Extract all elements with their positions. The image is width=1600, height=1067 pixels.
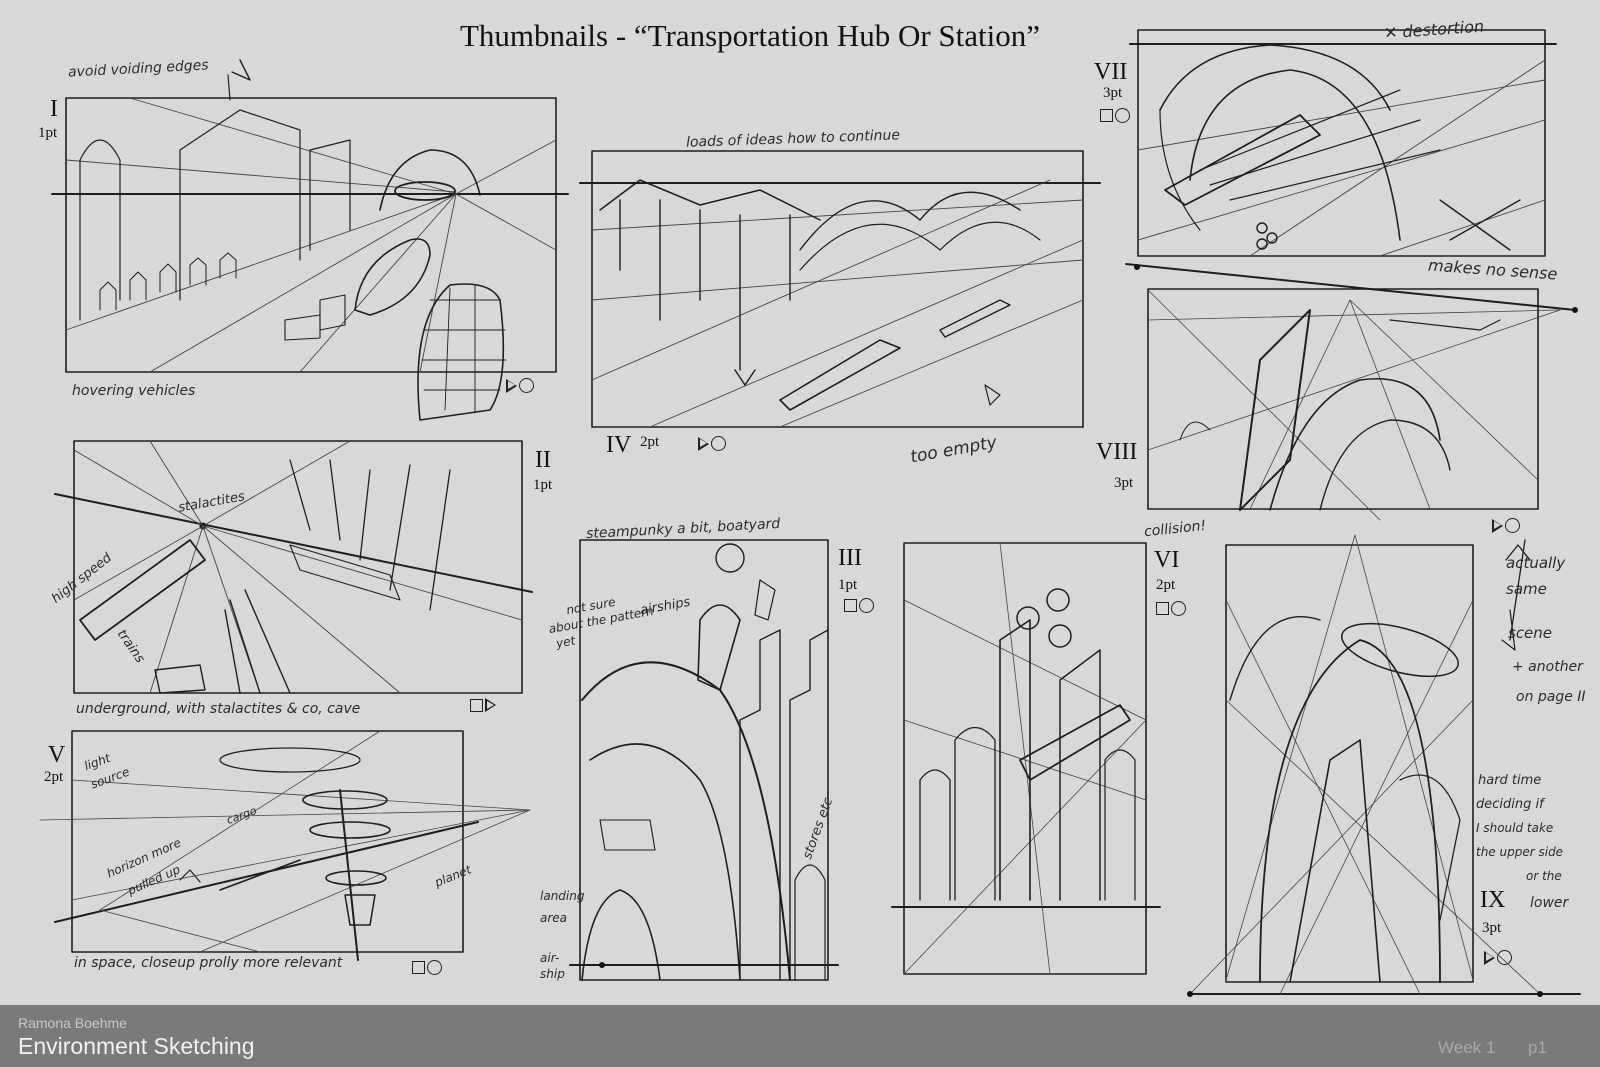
triangle-mark-icon — [506, 378, 517, 393]
page-title: Thumbnails - “Transportation Hub Or Stat… — [459, 18, 1041, 53]
thumbnail-2-rating — [470, 698, 496, 712]
week-label: Week 1 — [1438, 1038, 1496, 1057]
note-hard-time: hard time — [1478, 773, 1542, 788]
thumbnail-9-numeral: IX — [1480, 887, 1506, 913]
note-on-page: on page II — [1516, 689, 1586, 705]
triangle-mark-icon — [1492, 518, 1503, 533]
sketch-sheet: Thumbnails - “Transportation Hub Or Stat… — [38, 16, 1586, 997]
thumbnail-8-sketch — [1125, 263, 1576, 521]
page-number: p1 — [1528, 1038, 1547, 1057]
author-name: Ramona Boehme — [18, 1015, 127, 1031]
thumbnail-8-numeral: VIII — [1096, 439, 1138, 465]
note-in-space: in space, closeup prolly more relevant — [74, 955, 343, 971]
thumbnail-5-points: 2pt — [44, 769, 64, 785]
note-or-the: or the — [1526, 869, 1562, 883]
thumbnail-6-points: 2pt — [1156, 577, 1176, 593]
note-upper-side: the upper side — [1476, 845, 1564, 859]
note-deciding: deciding if — [1476, 797, 1544, 812]
thumbnail-3-points: 1pt — [838, 577, 858, 593]
square-mark-icon — [412, 961, 425, 974]
note-actually: actually — [1506, 554, 1566, 572]
thumbnail-2-numeral: II — [535, 447, 551, 473]
thumbnail-8-rating — [1492, 518, 1520, 533]
thumbnail-7-numeral: VII — [1094, 59, 1128, 85]
thumbnail-6-sketch — [891, 542, 1161, 975]
thumbnail-4-rating — [698, 436, 726, 451]
thumbnail-9-sketch — [1189, 534, 1581, 995]
triangle-mark-icon — [485, 698, 496, 712]
circle-mark-icon — [1505, 518, 1520, 533]
note-same: same — [1506, 580, 1547, 598]
note-i-should: I should take — [1476, 821, 1554, 835]
thumbnail-9-rating — [1484, 950, 1512, 965]
note-yet: yet — [554, 633, 577, 651]
thumbnail-5-rating — [412, 960, 442, 975]
thumbnail-1-rating — [506, 378, 534, 393]
circle-mark-icon — [711, 436, 726, 451]
square-mark-icon — [470, 698, 483, 712]
circle-mark-icon — [1497, 950, 1512, 965]
triangle-mark-icon — [1484, 950, 1495, 965]
thumbnail-6-rating — [1156, 601, 1186, 616]
note-ship: ship — [540, 967, 565, 981]
thumbnail-1-numeral: I — [50, 96, 58, 122]
footer-bar: Ramona Boehme Environment Sketching Week… — [0, 1005, 1600, 1067]
course-title: Environment Sketching — [18, 1033, 255, 1059]
note-underground: underground, with stalactites & co, cave — [76, 701, 361, 717]
thumbnail-3-sketch — [569, 539, 839, 981]
thumbnail-2-sketch — [54, 440, 533, 694]
thumbnail-4-points: 2pt — [640, 434, 660, 450]
note-lower: lower — [1530, 895, 1569, 911]
note-area: area — [540, 911, 568, 925]
note-another: + another — [1512, 659, 1583, 675]
thumbnail-4-numeral: IV — [606, 432, 632, 458]
thumbnail-1-points: 1pt — [38, 125, 58, 141]
note-scene: scene — [1508, 624, 1553, 642]
circle-mark-icon — [859, 598, 874, 613]
thumbnail-2-points: 1pt — [533, 477, 553, 493]
thumbnail-7-sketch — [1129, 29, 1557, 257]
thumbnail-1-sketch — [51, 59, 569, 421]
thumbnail-4-sketch — [579, 150, 1101, 428]
note-landing: landing — [540, 889, 585, 903]
thumbnail-8-points: 3pt — [1114, 475, 1134, 491]
note-air: air- — [540, 951, 560, 965]
circle-mark-icon — [519, 378, 534, 393]
triangle-mark-icon — [698, 436, 709, 451]
square-mark-icon — [1156, 602, 1169, 615]
thumbnail-9-points: 3pt — [1482, 920, 1502, 936]
circle-mark-icon — [1115, 108, 1130, 123]
circle-mark-icon — [1171, 601, 1186, 616]
thumbnail-5-numeral: V — [48, 742, 66, 768]
thumbnail-5-sketch — [39, 730, 531, 961]
thumbnail-sketches — [39, 29, 1581, 997]
square-mark-icon — [844, 599, 857, 612]
thumbnail-6-numeral: VI — [1154, 547, 1180, 573]
thumbnail-7-rating — [1100, 108, 1130, 123]
thumbnail-3-numeral: III — [838, 545, 862, 571]
note-hovering: hovering vehicles — [72, 383, 196, 399]
thumbnail-7-points: 3pt — [1103, 85, 1123, 101]
square-mark-icon — [1100, 109, 1113, 122]
circle-mark-icon — [427, 960, 442, 975]
thumbnail-3-rating — [844, 598, 874, 613]
